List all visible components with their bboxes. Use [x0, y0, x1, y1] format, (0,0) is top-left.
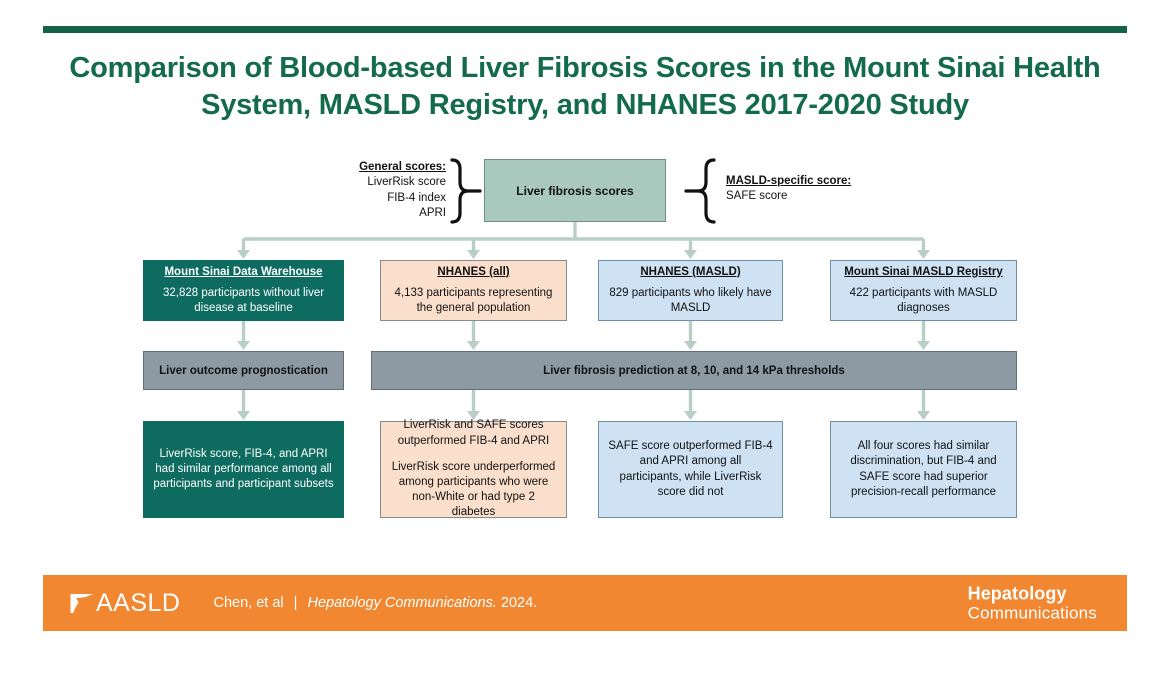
result-paragraph: LiverRisk and SAFE scores outperformed F…: [397, 419, 550, 447]
result-paragraph: SAFE score outperformed FIB-4 and APRI a…: [608, 440, 773, 498]
aasld-wordmark: AASLD: [96, 588, 181, 617]
result-box-nhanes-masld: SAFE score outperformed FIB-4 and APRI a…: [598, 421, 783, 518]
result-box-nhanes-all: LiverRisk and SAFE scores outperformed F…: [380, 419, 567, 519]
general-scores-heading: General scores:: [359, 161, 446, 173]
cohort-name: Mount Sinai Data Warehouse: [164, 265, 323, 278]
result-paragraph: LiverRisk score underperformed among par…: [391, 460, 556, 519]
cohort-description: 829 participants who likely have MASLD: [609, 287, 772, 315]
result-paragraph: All four scores had similar discriminati…: [850, 440, 997, 498]
analysis-box-liver-outcome-prognostication: Liver outcome prognostication: [143, 351, 344, 390]
cohort-box-nhanes-all: NHANES (all) 4,133 participants represen…: [380, 260, 567, 321]
page-title: Comparison of Blood-based Liver Fibrosis…: [69, 52, 1101, 122]
analysis-box-liver-fibrosis-prediction: Liver fibrosis prediction at 8, 10, and …: [371, 351, 1017, 390]
result-paragraph: LiverRisk score, FIB-4, and APRI had sim…: [153, 447, 334, 491]
cohort-name: NHANES (all): [437, 265, 510, 278]
cohort-to-analysis-arrowheads: [237, 341, 930, 350]
journal-brand-line1: Hepatology: [967, 583, 1067, 604]
analysis-to-result-arrowheads: [237, 411, 930, 420]
liver-fibrosis-scores-box: Liver fibrosis scores: [484, 159, 666, 222]
masld-specific-item-0: SAFE score: [726, 190, 788, 203]
journal-brand: Hepatology Communications: [968, 583, 1097, 622]
cohort-box-mount-sinai-masld-registry: Mount Sinai MASLD Registry 422 participa…: [830, 260, 1017, 321]
citation: Chen, et al | Hepatology Communications.…: [213, 595, 537, 611]
general-score-item-0: LiverRisk score: [367, 176, 446, 189]
citation-journal: Hepatology Communications.: [307, 595, 497, 611]
aasld-wing-mark-icon: [70, 593, 94, 613]
general-scores-label: General scores: LiverRisk score FIB-4 in…: [330, 160, 446, 221]
distribution-arrowheads: [237, 250, 930, 259]
analysis-label: Liver fibrosis prediction at 8, 10, and …: [543, 364, 845, 377]
general-score-item-2: APRI: [419, 206, 446, 219]
analysis-to-result-connector: [241, 390, 926, 411]
cohort-description: 4,133 participants representing the gene…: [394, 287, 553, 315]
analysis-label: Liver outcome prognostication: [159, 364, 328, 377]
masld-specific-heading: MASLD-specific score:: [726, 175, 852, 187]
footer-bar: AASLD Chen, et al | Hepatology Communica…: [43, 575, 1127, 631]
distribution-connector: [241, 222, 926, 250]
cohort-box-mount-sinai-data-warehouse: Mount Sinai Data Warehouse 32,828 partic…: [143, 260, 344, 321]
masld-specific-score-label: MASLD-specific score: SAFE score: [726, 174, 891, 205]
liver-fibrosis-scores-label: Liver fibrosis scores: [516, 183, 634, 198]
result-box-mount-sinai-data-warehouse: LiverRisk score, FIB-4, and APRI had sim…: [143, 421, 344, 518]
top-green-rule: [43, 26, 1127, 33]
result-box-mount-sinai-masld-registry: All four scores had similar discriminati…: [830, 421, 1017, 518]
general-score-item-1: FIB-4 index: [387, 191, 446, 204]
citation-separator: |: [293, 595, 298, 611]
cohort-to-analysis-connector: [241, 321, 926, 341]
cohort-name: Mount Sinai MASLD Registry: [844, 265, 1003, 278]
cohort-box-nhanes-masld: NHANES (MASLD) 829 participants who like…: [598, 260, 783, 321]
citation-authors: Chen, et al: [213, 595, 284, 611]
right-brace-icon: [684, 158, 716, 224]
left-brace-icon: [450, 158, 482, 224]
cohort-name: NHANES (MASLD): [640, 265, 741, 278]
journal-brand-line2: Communications: [967, 603, 1097, 623]
cohort-description: 32,828 participants without liver diseas…: [162, 287, 325, 315]
aasld-logo: AASLD: [69, 589, 180, 618]
citation-year: 2024.: [500, 595, 538, 611]
cohort-description: 422 participants with MASLD diagnoses: [849, 287, 998, 315]
